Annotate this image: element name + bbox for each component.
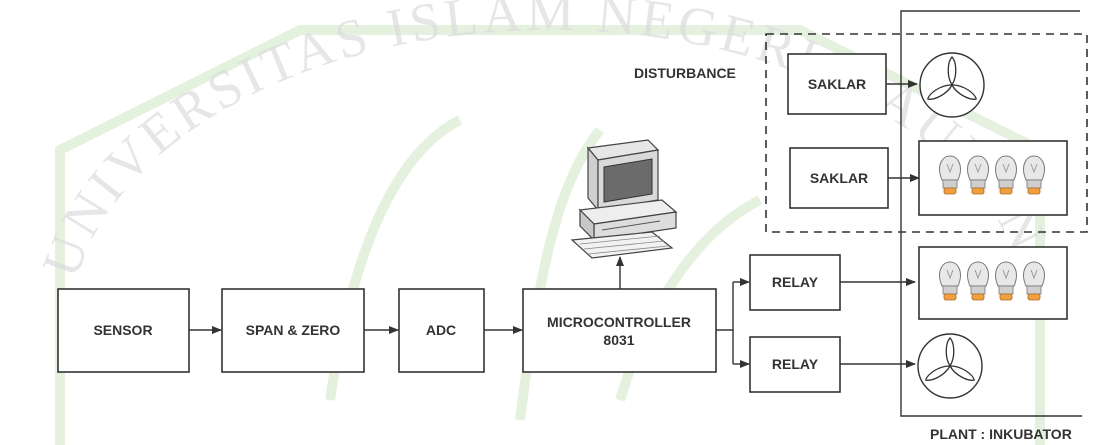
lamp-group-bottom bbox=[919, 247, 1067, 319]
light-bulb-icon bbox=[940, 156, 961, 194]
plant-label: PLANT : INKUBATOR bbox=[930, 426, 1072, 442]
sensor-label: SENSOR bbox=[93, 322, 152, 338]
computer-icon bbox=[572, 140, 676, 258]
light-bulb-icon bbox=[940, 262, 961, 300]
light-bulb-icon bbox=[1024, 262, 1045, 300]
light-bulb-icon bbox=[996, 262, 1017, 300]
light-bulb-icon bbox=[968, 262, 989, 300]
disturbance-label: DISTURBANCE bbox=[634, 65, 736, 81]
span-zero-block: SPAN & ZERO bbox=[222, 289, 364, 372]
sensor-block: SENSOR bbox=[58, 289, 189, 372]
saklar-bottom-label: SAKLAR bbox=[810, 170, 868, 186]
watermark-text: UNIVERSITAS ISLAM NEGERI MAULANA MALIK I… bbox=[0, 0, 1077, 315]
span-zero-label: SPAN & ZERO bbox=[246, 322, 341, 338]
lamp-group-top bbox=[919, 141, 1067, 215]
microcontroller-model-label: 8031 bbox=[603, 332, 634, 348]
light-bulb-icon bbox=[1024, 156, 1045, 194]
relay-bottom-block: RELAY bbox=[750, 337, 840, 392]
relay-bottom-label: RELAY bbox=[772, 356, 819, 372]
light-bulb-icon bbox=[968, 156, 989, 194]
fan-icon bbox=[918, 334, 982, 398]
branch-trunk bbox=[716, 282, 733, 330]
saklar-top-label: SAKLAR bbox=[808, 76, 866, 92]
saklar-bottom-block: SAKLAR bbox=[790, 148, 888, 208]
saklar-top-block: SAKLAR bbox=[788, 54, 886, 114]
relay-top-block: RELAY bbox=[750, 255, 840, 310]
adc-block: ADC bbox=[399, 289, 484, 372]
microcontroller-label: MICROCONTROLLER bbox=[547, 314, 691, 330]
microcontroller-block: MICROCONTROLLER 8031 bbox=[523, 289, 716, 372]
light-bulb-icon bbox=[996, 156, 1017, 194]
adc-label: ADC bbox=[426, 322, 456, 338]
relay-top-label: RELAY bbox=[772, 274, 819, 290]
fan-icon bbox=[920, 53, 984, 117]
